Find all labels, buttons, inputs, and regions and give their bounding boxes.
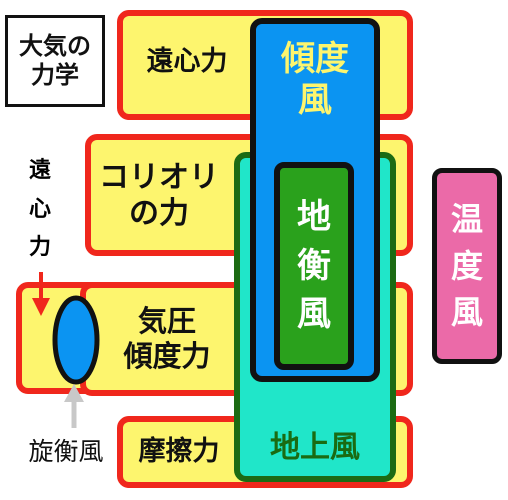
coriolis-line2: の力 [129, 196, 189, 231]
side-char-3: 力 [28, 235, 51, 261]
gradient-wind-char-2: 度 [315, 39, 349, 80]
side-char-2: 心 [28, 196, 51, 222]
cyclostrophic-oval [52, 295, 100, 385]
gradient-wind-char-3: 風 [298, 80, 332, 120]
thermal-wind-box [432, 168, 502, 364]
geostrophic-wind-char-1: 地 [297, 196, 331, 237]
surface-wind-label: 地上風 [270, 430, 360, 465]
thermal-wind-char-3: 風 [450, 293, 483, 332]
title-box: 大気の 力学 [5, 15, 105, 107]
title-line2: 力学 [31, 61, 79, 89]
geostrophic-wind-char-3: 風 [297, 294, 331, 335]
thermal-wind-char-2: 度 [450, 246, 483, 285]
pressure-line2: 傾度力 [123, 339, 211, 373]
coriolis-force-label: コリオリ の力 [90, 148, 228, 244]
gradient-wind-char-1: 傾 [281, 39, 315, 80]
side-char-1: 遠 [28, 158, 51, 184]
coriolis-line1: コリオリ [99, 160, 219, 195]
side-centrifugal-label: 遠 心 力 [20, 150, 60, 270]
title-line1: 大気の [19, 32, 91, 61]
geostrophic-wind-box [274, 162, 354, 370]
pressure-gradient-force-label: 気圧 傾度力 [108, 290, 226, 388]
thermal-wind-label: 温 度 風 [437, 173, 497, 359]
geostrophic-wind-label: 地 衡 風 [280, 168, 348, 364]
cyclostrophic-wind-label: 旋衡風 [28, 437, 104, 466]
pressure-line1: 気圧 [137, 304, 196, 339]
centrifugal-force-label: 遠心力 [146, 45, 228, 77]
thermal-wind-char-1: 温 [450, 200, 483, 239]
red-arrow-head [32, 298, 50, 316]
gray-arrow-head [64, 384, 84, 402]
gradient-wind-label: 傾 度 風 [256, 30, 374, 130]
geostrophic-wind-char-2: 衡 [297, 245, 331, 286]
friction-force-label: 摩擦力 [138, 435, 220, 467]
